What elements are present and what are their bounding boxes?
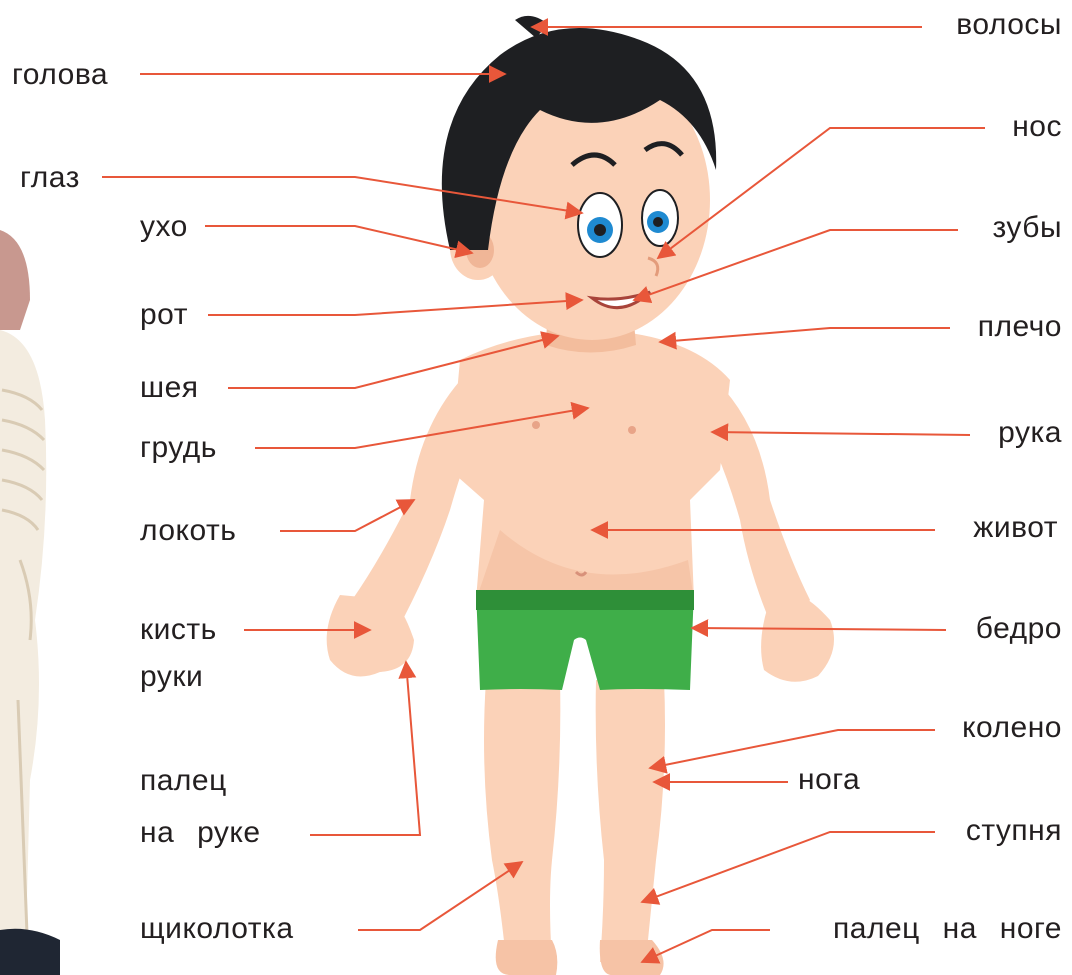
label-leg: нога bbox=[798, 765, 860, 795]
label-elbow: локоть bbox=[140, 516, 236, 546]
label-ankle: щиколотка bbox=[140, 914, 294, 944]
label-hair: волосы bbox=[956, 10, 1062, 40]
label-eye: глаз bbox=[20, 163, 80, 193]
label-teeth: зубы bbox=[993, 213, 1063, 243]
label-mouth: рот bbox=[140, 300, 188, 330]
label-foot: ступня bbox=[966, 816, 1062, 846]
pointer-elbow bbox=[280, 500, 414, 531]
label-arm: рука bbox=[998, 418, 1062, 448]
label-nose: нос bbox=[1012, 112, 1062, 142]
pointer-ear bbox=[205, 226, 472, 253]
label-knee: колено bbox=[962, 713, 1062, 743]
label-chest: грудь bbox=[140, 433, 217, 463]
label-toe: палец на ноге bbox=[833, 914, 1062, 944]
label-neck: шея bbox=[140, 373, 199, 403]
label-shoulder: плечо bbox=[978, 312, 1062, 342]
label-finger-line2: на руке bbox=[140, 818, 261, 848]
pointer-foot bbox=[642, 832, 935, 902]
label-hand-line1: кисть bbox=[140, 615, 217, 645]
label-finger-line1: палец bbox=[140, 766, 227, 796]
skeleton-model bbox=[0, 230, 60, 975]
label-hand-line2: руки bbox=[140, 662, 203, 692]
pointer-shoulder bbox=[660, 328, 950, 342]
pointer-thigh bbox=[692, 628, 946, 630]
label-thigh: бедро bbox=[976, 614, 1062, 644]
label-head: голова bbox=[12, 60, 108, 90]
pointer-finger-hand bbox=[310, 662, 420, 835]
cartoon-boy bbox=[327, 16, 834, 975]
pointer-knee bbox=[650, 730, 935, 768]
label-ear: ухо bbox=[140, 212, 188, 242]
label-belly: живот bbox=[973, 513, 1058, 543]
